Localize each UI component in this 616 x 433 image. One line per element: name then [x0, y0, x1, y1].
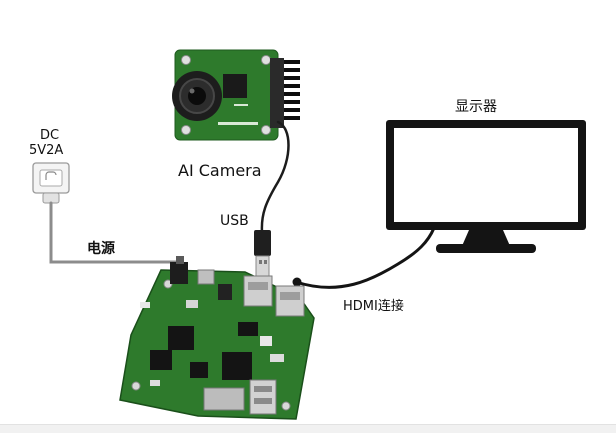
- usb-label: USB: [220, 213, 249, 229]
- hdmi-cable: [294, 226, 436, 289]
- monitor-icon: [386, 120, 586, 253]
- bottom-strip: [0, 424, 616, 433]
- camera-label: AI Camera: [178, 161, 262, 180]
- usb-cable: [260, 120, 290, 234]
- dev-board: [119, 256, 315, 420]
- power-label: 电源: [87, 241, 115, 257]
- usb-plug-icon: [254, 230, 271, 277]
- dc-label: DC: [40, 128, 60, 143]
- power-adapter-icon: [32, 162, 70, 204]
- power-cable: [49, 201, 185, 270]
- hdmi-label: HDMI连接: [343, 299, 404, 314]
- voltage-label: 5V2A: [29, 143, 64, 158]
- monitor-label: 显示器: [455, 99, 497, 115]
- ai-camera-module: [172, 49, 300, 141]
